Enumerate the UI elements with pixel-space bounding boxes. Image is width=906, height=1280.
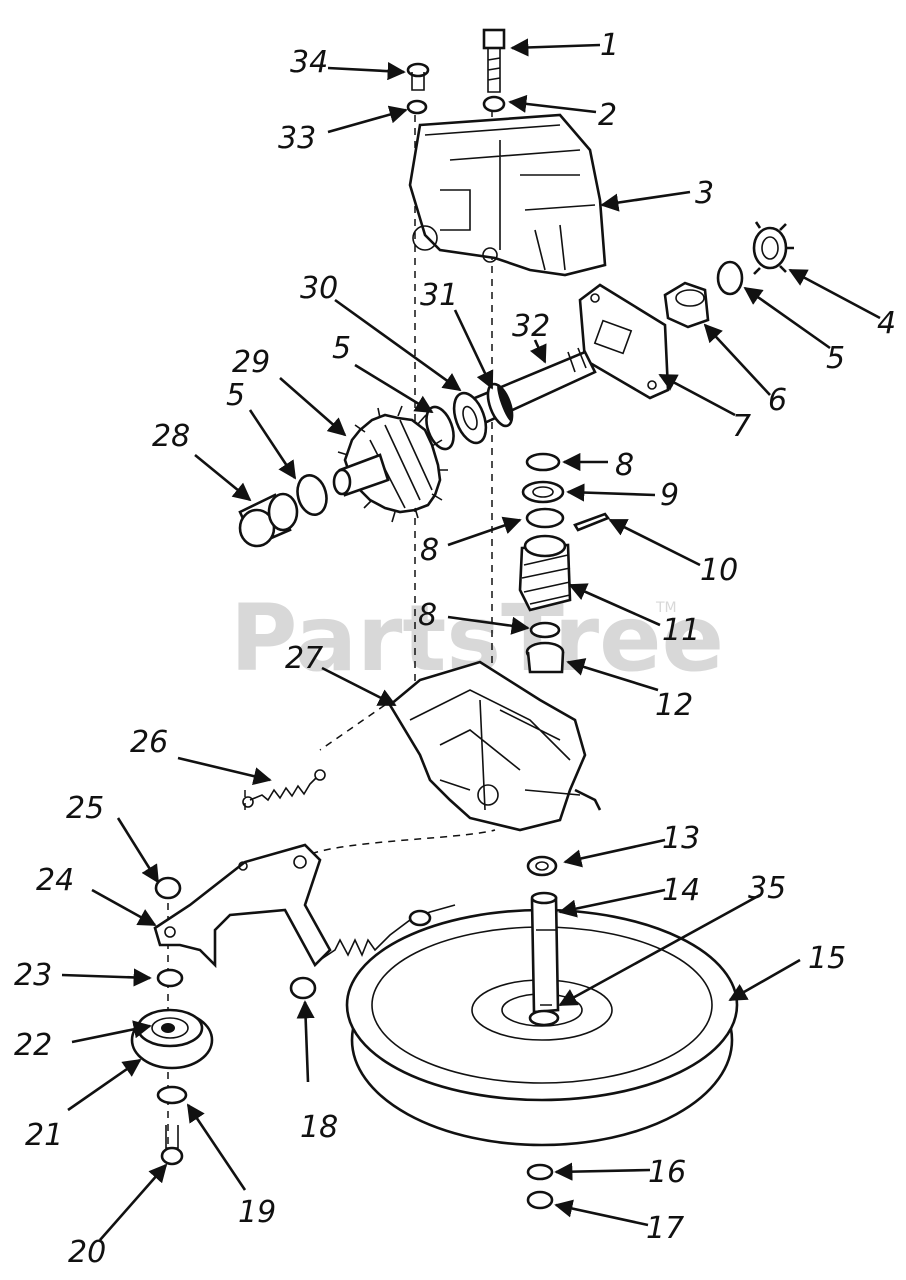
label-34: 34 <box>290 45 328 80</box>
bushing-12 <box>525 641 565 674</box>
bolt-20 <box>160 1125 184 1166</box>
label-20: 20 <box>68 1235 106 1270</box>
washer-23 <box>156 968 184 988</box>
idler-arm-24 <box>153 843 332 969</box>
hub-29 <box>332 453 390 497</box>
worm-gear-11 <box>518 534 572 612</box>
label-22: 22 <box>14 1028 52 1063</box>
sprocket-4 <box>752 221 794 275</box>
label-26: 26 <box>130 725 168 760</box>
label-2: 2 <box>598 98 617 133</box>
label-15: 15 <box>808 941 846 976</box>
label-31: 31 <box>420 278 458 313</box>
label-17: 17 <box>646 1211 684 1246</box>
shaft-14 <box>528 891 560 1027</box>
label-27: 27 <box>285 641 323 676</box>
lower-gear-housing <box>388 660 602 832</box>
label-3: 3 <box>695 176 714 211</box>
spring-link <box>319 904 456 961</box>
label-8-mid: 8 <box>420 533 439 568</box>
bearing-9 <box>521 480 565 504</box>
label-19: 19 <box>238 1195 276 1230</box>
bushing-28 <box>238 492 299 548</box>
label-13: 13 <box>662 821 700 856</box>
washer-8-low <box>529 621 561 639</box>
screw-34 <box>406 62 430 91</box>
label-28: 28 <box>152 419 190 454</box>
label-11: 11 <box>662 613 700 648</box>
label-16: 16 <box>648 1155 686 1190</box>
label-23: 23 <box>14 958 52 993</box>
nut-25 <box>154 876 182 900</box>
ring-31 <box>486 382 514 428</box>
label-24: 24 <box>36 863 74 898</box>
key-35 <box>528 1009 560 1027</box>
washer-8-top <box>525 452 561 472</box>
label-10: 10 <box>700 553 738 588</box>
idler-pulley-21 <box>130 1008 214 1070</box>
label-9: 9 <box>660 478 679 513</box>
label-35: 35 <box>748 871 786 906</box>
plate-7 <box>578 283 670 400</box>
label-33: 33 <box>278 121 316 156</box>
bearing-6 <box>663 281 710 329</box>
leader-lines <box>61 38 881 1241</box>
washer-33 <box>406 99 428 115</box>
label-6: 6 <box>768 383 787 418</box>
label-14: 14 <box>662 873 700 908</box>
collar-30 <box>452 391 488 445</box>
washer-13 <box>526 855 558 877</box>
pin-10 <box>573 512 611 532</box>
washer-19 <box>156 1085 188 1105</box>
washer-8-mid <box>525 507 565 529</box>
label-18: 18 <box>300 1110 338 1145</box>
label-12: 12 <box>655 688 693 723</box>
label-8-low: 8 <box>418 598 437 633</box>
upper-gear-housing <box>408 113 607 277</box>
nut-17 <box>526 1190 554 1210</box>
label-8-top: 8 <box>615 448 634 483</box>
bolt-1 <box>482 28 506 93</box>
label-5-left: 5 <box>226 378 245 413</box>
label-32: 32 <box>512 309 550 344</box>
washer-2 <box>482 95 506 113</box>
label-7: 7 <box>732 409 751 444</box>
label-5-right: 5 <box>826 341 845 376</box>
label-1: 1 <box>600 28 619 63</box>
label-21: 21 <box>25 1118 63 1153</box>
label-4: 4 <box>877 306 896 341</box>
nut-18 <box>289 976 317 1000</box>
washer-16 <box>526 1163 554 1181</box>
label-5-mid: 5 <box>332 331 351 366</box>
label-29: 29 <box>232 345 270 380</box>
spring-26 <box>242 769 326 808</box>
washer-5-left <box>296 474 328 516</box>
label-25: 25 <box>66 791 104 826</box>
label-30: 30 <box>300 271 338 306</box>
washer-5-right <box>716 260 744 296</box>
watermark-tm: TM <box>655 600 677 616</box>
